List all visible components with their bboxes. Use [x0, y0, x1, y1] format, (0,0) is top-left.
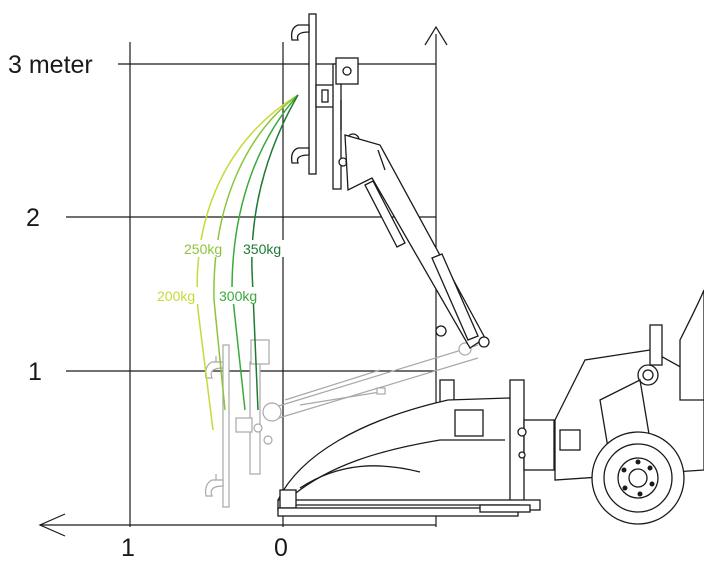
load-label-350kg: 350kg — [243, 241, 281, 257]
y-label-2: 2 — [26, 204, 40, 232]
carrier-bucket — [277, 379, 555, 517]
x-label-1: 1 — [121, 534, 135, 561]
loader-tractor-icon — [554, 289, 704, 525]
arrow-left-icon — [38, 513, 66, 537]
load-curve-200kg — [196, 94, 299, 431]
x-label-0: 0 — [274, 534, 288, 561]
load-curve-250kg — [213, 94, 299, 411]
load-curve-300kg — [231, 94, 299, 411]
load-curves — [196, 94, 299, 431]
raised-vacuum-lifter-icon — [290, 13, 360, 190]
load-label-250kg: 250kg — [184, 241, 222, 257]
y-label-1: 1 — [28, 358, 42, 386]
arrow-up-icon — [424, 25, 448, 46]
load-label-200kg: 200kg — [157, 288, 195, 304]
lift-boom — [344, 134, 490, 411]
y-label-3: 3 meter — [8, 51, 93, 79]
load-label-300kg: 300kg — [219, 288, 257, 304]
load-curve-350kg — [251, 94, 299, 411]
